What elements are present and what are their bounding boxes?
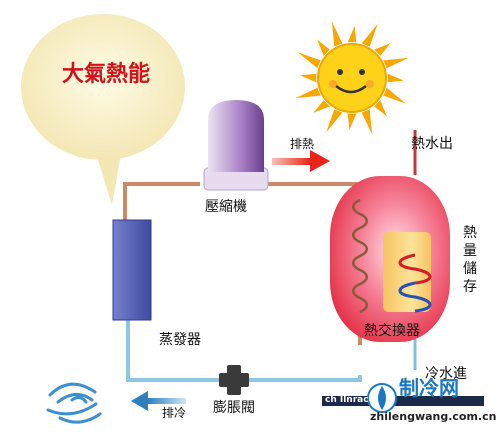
sun-ray	[331, 21, 343, 47]
sun-ray	[297, 52, 321, 69]
expansion-valve	[219, 365, 249, 395]
water-coil	[398, 253, 432, 313]
heat-exchanger-label: 熱交換器	[364, 323, 420, 339]
sun-ray	[317, 39, 330, 56]
sun-ray	[300, 73, 317, 83]
sun-ray	[313, 100, 330, 113]
sun-ray	[347, 113, 357, 130]
wind-swirl-icon	[46, 382, 102, 424]
expansion-valve-label: 膨脹閥	[213, 400, 255, 416]
evaporator-label: 蒸發器	[159, 332, 201, 348]
heat-exchanger-coil	[352, 198, 368, 314]
watermark-url: zhilengwang.com.cn	[370, 410, 497, 423]
hot-water-out-label: 熱水出	[411, 136, 453, 152]
compressor	[203, 100, 269, 191]
compressor-label: 壓縮機	[205, 199, 247, 215]
sun-ray	[326, 109, 343, 133]
sun-icon	[295, 21, 409, 135]
sun-ray	[374, 100, 387, 117]
heat-storage-label: 熱量儲存	[463, 225, 477, 295]
water-tank	[330, 176, 450, 342]
sun-ray	[383, 87, 407, 104]
sun-ray	[361, 23, 378, 47]
sun-ray	[295, 87, 321, 99]
sun-ray	[374, 43, 391, 56]
watermark-logo-text: ch Ilnrace	[325, 395, 375, 405]
evaporator	[112, 219, 152, 321]
cold-out-label: 排冷	[162, 406, 187, 420]
heat-out-arrow	[272, 150, 330, 172]
bubble-title: 大氣熱能	[62, 62, 151, 87]
atmospheric-heat-bubble	[21, 14, 185, 205]
heat-out-label: 排熱	[290, 137, 315, 151]
cold-water-in-label: 冷水進	[425, 366, 467, 382]
watermark-logo	[322, 383, 484, 413]
watermark-brand: 制冷网	[399, 376, 459, 400]
cold-out-arrow	[131, 391, 186, 411]
sun-ray	[387, 73, 404, 83]
sun-ray	[361, 109, 373, 135]
sun-ray	[347, 26, 357, 43]
sun-ray	[383, 57, 409, 69]
